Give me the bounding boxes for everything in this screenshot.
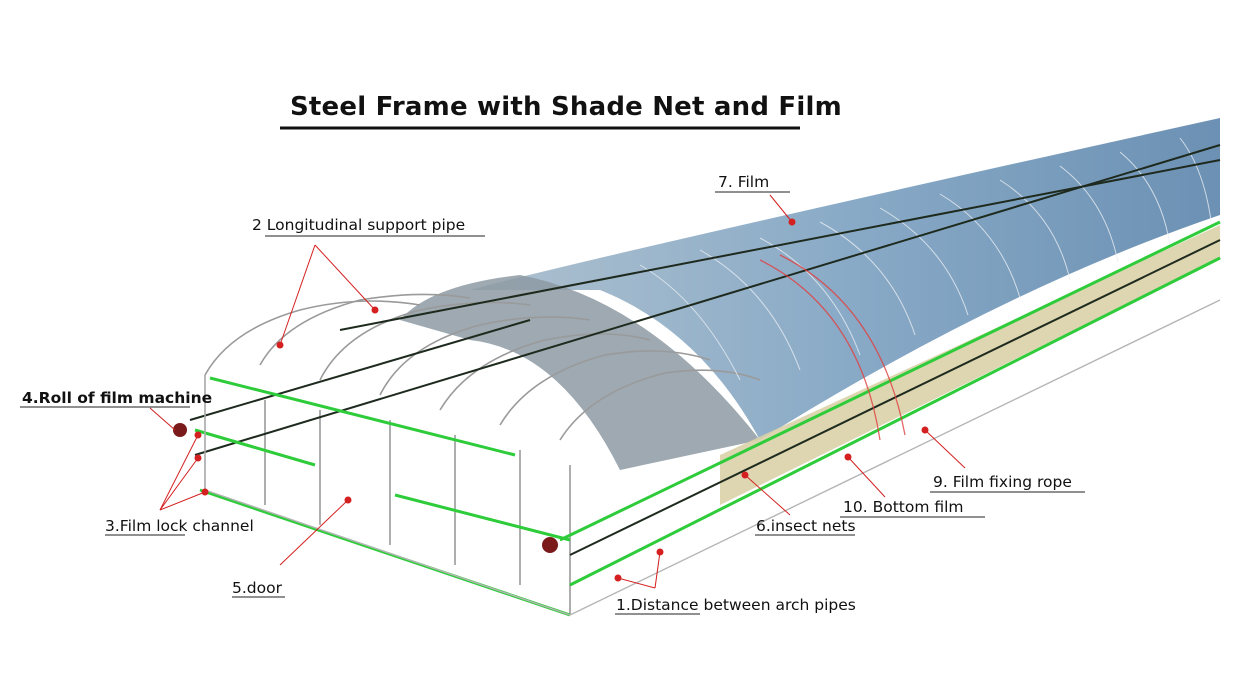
label-film-fixing-rope: 9. Film fixing rope — [933, 473, 1072, 491]
label-door: 5.door — [232, 579, 282, 597]
roof-arches — [639, 137, 1213, 381]
label-insect-nets: 6.insect nets — [756, 517, 856, 535]
label-film-lock-channel: 3.Film lock channel — [105, 517, 254, 535]
pointers — [149, 194, 966, 589]
film-fixing-rope-arcs — [759, 254, 906, 441]
label-bottom-film: 10. Bottom film — [843, 498, 964, 516]
page-title: Steel Frame with Shade Net and Film — [290, 92, 842, 122]
label-longitudinal-support-pipe: 2 Longitudinal support pipe — [252, 216, 466, 234]
insect-net-band — [720, 225, 1220, 505]
roll-film-motor-left — [173, 423, 187, 437]
label-film: 7. Film — [718, 173, 770, 191]
ground-frame — [204, 299, 1221, 616]
film-cover — [470, 118, 1220, 440]
roll-film-motor-right — [542, 537, 558, 553]
label-roll-of-film-machine: 4.Roll of film machine — [22, 389, 213, 407]
label-underlines — [20, 191, 1085, 615]
label-distance-between-arch-pipes: 1.Distance between arch pipes — [616, 596, 856, 614]
